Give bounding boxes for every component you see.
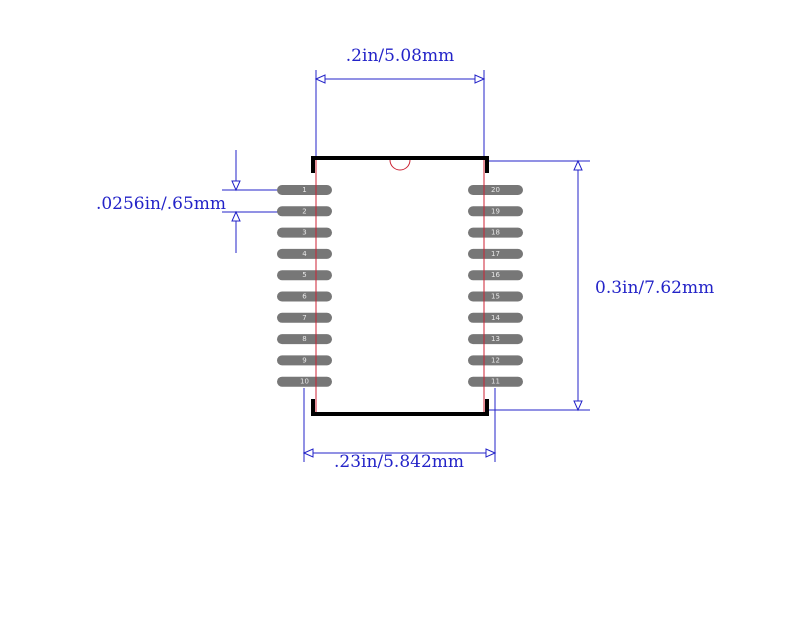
pin-number-label: 5 <box>302 271 306 279</box>
pin-number-label: 12 <box>491 356 500 364</box>
pin-number-label: 20 <box>491 186 500 194</box>
pin-number-label: 6 <box>302 293 307 301</box>
pad-left <box>277 376 332 387</box>
pad-left <box>277 355 332 366</box>
pin-number-label: 17 <box>491 250 500 258</box>
pin-number-label: 16 <box>491 271 500 279</box>
pad-right <box>468 227 523 238</box>
pad-left <box>277 312 332 323</box>
arrow-left <box>302 448 314 458</box>
pin-number-label: 3 <box>302 229 306 237</box>
courtyard-outline <box>315 158 485 414</box>
pad-left <box>277 334 332 345</box>
pad-right <box>468 206 523 217</box>
pin-number-label: 15 <box>491 293 500 301</box>
arrow-right <box>474 74 486 84</box>
pad-left <box>277 227 332 238</box>
pad-right <box>468 376 523 387</box>
pad-right <box>468 248 523 259</box>
body-bottom-edge <box>311 399 489 416</box>
arrow-left <box>314 74 326 84</box>
pad-left <box>277 248 332 259</box>
pin-number-label: 11 <box>491 378 500 386</box>
pin-number-label: 18 <box>491 229 500 237</box>
pin-number-label: 7 <box>302 314 306 322</box>
height-label: 0.3in/7.62mm <box>595 278 714 298</box>
package-body-outline <box>311 156 489 416</box>
arrow-bottom <box>573 400 583 412</box>
bottom-width-dimension <box>302 388 497 462</box>
pad-left <box>277 206 332 217</box>
body-top-edge <box>311 156 489 173</box>
pad-right <box>468 355 523 366</box>
arrow-up <box>231 210 241 222</box>
pin-number-label: 1 <box>302 186 306 194</box>
top-width-label: .2in/5.08mm <box>346 46 454 66</box>
pin-number-label: 2 <box>302 207 306 215</box>
pad-right <box>468 291 523 302</box>
height-dimension <box>488 159 590 412</box>
pin-number-label: 13 <box>491 335 500 343</box>
pin-number-label: 4 <box>302 250 307 258</box>
arrow-top <box>573 159 583 171</box>
pad-right <box>468 185 523 195</box>
pad-left <box>277 291 332 302</box>
pad-left <box>277 185 332 195</box>
top-width-dimension <box>314 70 486 160</box>
pin1-notch <box>389 159 411 171</box>
pitch-label: .0256in/.65mm <box>96 194 226 214</box>
pin-number-label: 9 <box>302 356 306 364</box>
pin-number-label: 19 <box>491 207 500 215</box>
bottom-width-label: .23in/5.842mm <box>334 452 464 472</box>
pin-number-label: 8 <box>302 335 306 343</box>
pad-right <box>468 312 523 323</box>
arrow-right <box>485 448 497 458</box>
pad-right <box>468 334 523 345</box>
pin-number-label: 10 <box>300 378 309 386</box>
arrow-down <box>231 180 241 192</box>
pad-left <box>277 270 332 281</box>
pin-number-label: 14 <box>491 314 500 322</box>
pad-right <box>468 270 523 281</box>
